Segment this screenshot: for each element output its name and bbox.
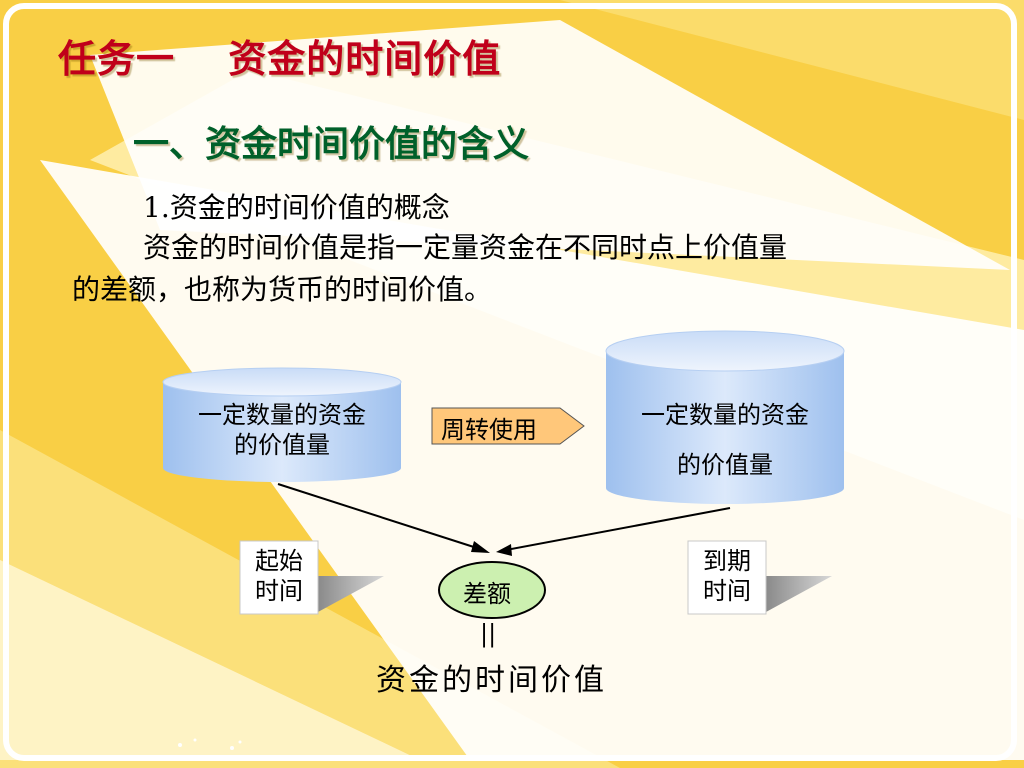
right-cylinder-line-2: 的价值量 (677, 451, 773, 479)
connector-arrows (277, 483, 731, 556)
turnover-arrow (431, 407, 585, 445)
section-subtitle: 一、资金时间价值的含义 (133, 123, 530, 165)
difference-ellipse (438, 561, 546, 619)
result-label: 资金的时间价值 (376, 663, 607, 698)
left-cylinder-label: 一定数量的资金 的价值量 (170, 400, 394, 460)
start-time-line-2: 时间 (255, 577, 303, 605)
left-cylinder-shape (162, 367, 402, 482)
left-cylinder-line-2: 的价值量 (234, 431, 330, 459)
concept-heading: 1.资金的时间价值的概念 (143, 191, 450, 224)
equals-sign: || (480, 620, 497, 648)
definition-line-1: 资金的时间价值是指一定量资金在不同时点上价值量 (143, 231, 788, 264)
start-time-line-1: 起始 (255, 547, 303, 575)
right-cylinder-line-1: 一定数量的资金 (641, 401, 809, 429)
definition-line-2: 的差额，也称为货币的时间价值。 (72, 273, 493, 306)
difference-label: 差额 (463, 580, 511, 608)
right-cylinder-label: 一定数量的资金 的价值量 (612, 390, 838, 490)
end-time-line-2: 时间 (703, 577, 751, 605)
start-time-label: 起始 时间 (240, 546, 318, 606)
turnover-label: 周转使用 (441, 416, 537, 444)
end-time-box (687, 540, 832, 615)
right-cylinder-shape (605, 330, 845, 504)
end-time-label: 到期 时间 (688, 546, 766, 606)
end-time-line-1: 到期 (703, 547, 751, 575)
left-cylinder-line-1: 一定数量的资金 (198, 401, 366, 429)
start-time-box (239, 540, 384, 615)
sparkle-decoration (178, 738, 242, 750)
slide-title: 任务一 资金的时间价值 (58, 36, 502, 81)
